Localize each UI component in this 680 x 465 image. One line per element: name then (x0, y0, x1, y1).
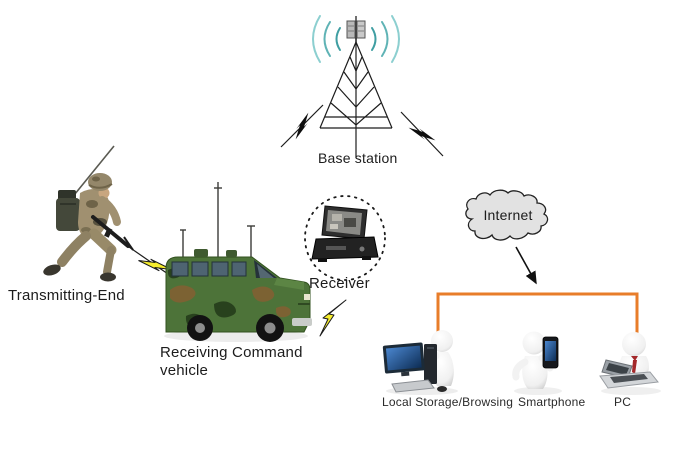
portable-receiver-case-icon (304, 195, 386, 281)
receiver-dashed-ring (304, 195, 386, 281)
vehicle-label-line2: vehicle (160, 362, 209, 379)
antenna-panel-icon (346, 16, 366, 42)
base-station-label: Base station (318, 150, 398, 166)
black-lightning-arrow-left-icon (280, 104, 324, 148)
transmitting-end-label: Transmitting-End (8, 287, 125, 304)
soldier-radio-icon (43, 145, 134, 282)
pc-label: PC (614, 395, 632, 409)
radio-tower-icon (312, 15, 400, 158)
radio-waves-icon (312, 15, 400, 63)
orange-bracket-connector (436, 292, 639, 333)
figure-smartphone-icon (512, 331, 562, 395)
camouflage-van-icon (164, 182, 312, 342)
wheel-icon (187, 314, 284, 342)
figure-laptop-icon (599, 332, 661, 395)
black-lightning-arrow-right-icon (400, 111, 444, 157)
smartphone-label: Smartphone (518, 395, 586, 409)
internet-label: Internet (483, 207, 533, 223)
yellow-lightning-bolt-icon (319, 299, 347, 337)
figure-desktop-computer-icon (382, 330, 458, 395)
vehicle-label-line1: Receiving Command (160, 344, 303, 361)
smartphone-device-icon (542, 336, 559, 369)
rifle-icon (91, 215, 134, 251)
laptop-device-icon (599, 359, 659, 389)
local-storage-label: Local Storage/Browsing (382, 395, 514, 409)
cloud-icon (465, 189, 549, 241)
vehicle-antennas-icon (180, 182, 255, 257)
tower-lattice-icon (319, 38, 393, 158)
receiver-label: Receiver (309, 275, 370, 292)
internet-arrow-icon (515, 246, 537, 285)
